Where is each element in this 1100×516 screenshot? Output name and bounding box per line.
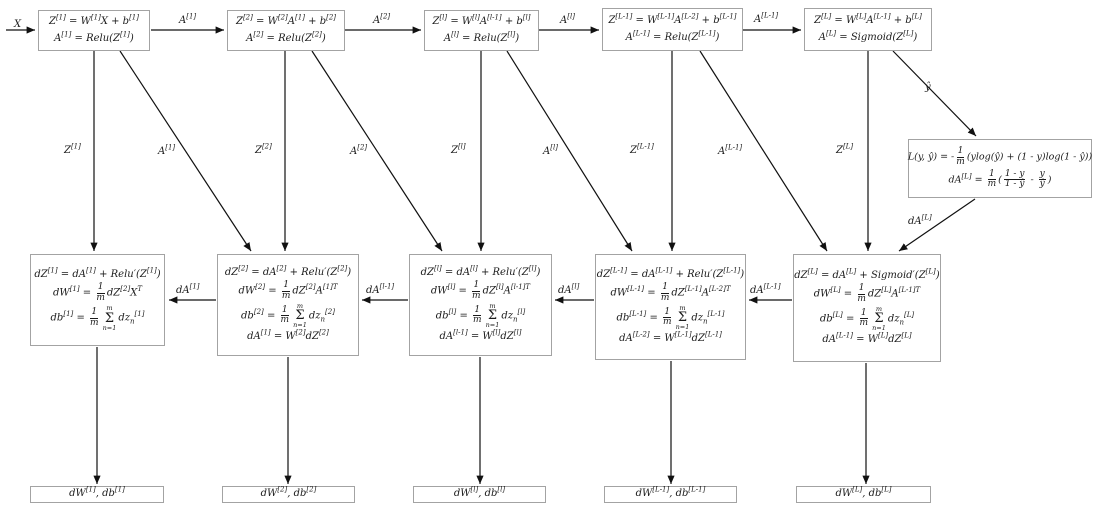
- backward-arrow-label-dAl1: dA[l-1]: [366, 282, 395, 296]
- formula-line: A[1] = Relu(Z[1]): [54, 30, 134, 44]
- cache-label-z2: Z[2]: [255, 142, 272, 156]
- formula-line: dW[L], db[L]: [835, 485, 892, 500]
- gradient-box-L-1: dW[L-1], db[L-1]: [604, 486, 737, 503]
- forward-arrow-label-a1: A[1]: [179, 12, 197, 26]
- forward-box-layer-l: Z[l] = W[l]A[l-1] + b[l] A[l] = Relu(Z[l…: [424, 10, 539, 51]
- forward-arrow-label-aL1: A[L-1]: [754, 11, 779, 25]
- diag-label-a2: A[2]: [350, 143, 368, 157]
- backward-arrow-label-dAl: dA[l]: [558, 282, 580, 296]
- diag-label-aL1: A[L-1]: [718, 143, 743, 157]
- formula-line: dZ[2] = dA[2] + Relu′(Z[2]): [224, 264, 352, 278]
- input-x-label: X: [14, 19, 22, 30]
- arrow-dAL-to-backward: [898, 198, 976, 252]
- formula-line: dA[L-2] = W[L-1]dZ[L-1]: [619, 330, 722, 344]
- formula-line: A[l] = Relu(Z[l]): [443, 30, 520, 44]
- cache-label-zl: Z[l]: [451, 142, 466, 156]
- formula-line: dA[1] = W[2]dZ[2]: [247, 328, 329, 342]
- formula-line: dZ[l] = dA[l] + Relu′(Z[l]): [420, 264, 541, 278]
- diag-label-al: A[l]: [543, 143, 558, 157]
- formula-line: A[2] = Relu(Z[2]): [246, 30, 326, 44]
- cache-label-z1: Z[1]: [64, 142, 81, 156]
- diag-label-a1: A[1]: [158, 143, 176, 157]
- gradient-box-L: dW[L], db[L]: [796, 486, 931, 503]
- formula-line: dZ[L-1] = dA[L-1] + Relu′(Z[L-1]): [596, 266, 745, 280]
- arrow-diag-al: [506, 50, 633, 252]
- backward-arrow-label-dAL1: dA[L-1]: [750, 282, 781, 296]
- formula-line: A[L-1] = Relu(Z[L-1]): [625, 29, 720, 43]
- formula-line: dW[L-1], db[L-1]: [635, 485, 706, 500]
- formula-line: Z[L-1] = W[L-1]A[L-2] + b[L-1]: [608, 12, 737, 26]
- formula-line: dW[1], db[1]: [69, 485, 125, 500]
- gradient-box-l: dW[l], db[l]: [413, 486, 546, 503]
- formula-line: Z[l] = W[l]A[l-1] + b[l]: [432, 13, 531, 27]
- arrow-diag-aL1: [699, 50, 828, 252]
- gradient-box-2: dW[2], db[2]: [222, 486, 355, 503]
- forward-box-layer2: Z[2] = W[2]A[1] + b[2] A[2] = Relu(Z[2]): [227, 10, 345, 51]
- formula-line: dA[l-1] = W[l]dZ[l]: [439, 328, 522, 342]
- cache-label-zL: Z[L]: [836, 142, 854, 156]
- formula-line: A[L] = Sigmoid(Z[L]): [818, 29, 918, 43]
- formula-line: dZ[L] = dA[L] + Sigmoid′(Z[L]): [794, 267, 940, 281]
- forward-box-layer1: Z[1] = W[1]X + b[1] A[1] = Relu(Z[1]): [38, 10, 150, 51]
- forward-arrow-label-a2: A[2]: [373, 12, 391, 26]
- forward-arrow-label-al: A[l]: [560, 12, 575, 26]
- backward-box-layer-L-1: dZ[L-1] = dA[L-1] + Relu′(Z[L-1]) dW[L-1…: [595, 254, 746, 360]
- forward-box-layer-L-1: Z[L-1] = W[L-1]A[L-2] + b[L-1] A[L-1] = …: [602, 8, 743, 51]
- arrow-yhat-to-loss: [892, 50, 977, 137]
- arrow-diag-a1: [119, 50, 252, 252]
- dAL-label: dA[L]: [908, 213, 932, 227]
- forward-box-layer-L: Z[L] = W[L]A[L-1] + b[L] A[L] = Sigmoid(…: [804, 8, 932, 51]
- backward-arrow-label-dA1: dA[1]: [176, 282, 200, 296]
- formula-line: dZ[1] = dA[1] + Relu′(Z[1]): [34, 266, 161, 280]
- formula-line: Z[1] = W[1]X + b[1]: [49, 13, 139, 27]
- backward-box-layer-L: dZ[L] = dA[L] + Sigmoid′(Z[L]) dW[L] = 1…: [793, 254, 941, 362]
- formula-line: dA[L-1] = W[L]dZ[L]: [822, 331, 912, 345]
- gradient-box-1: dW[1], db[1]: [30, 486, 164, 503]
- formula-line: Z[2] = W[2]A[1] + b[2]: [235, 13, 337, 27]
- arrow-diag-a2: [311, 50, 443, 252]
- formula-line: Z[L] = W[L]A[L-1] + b[L]: [814, 12, 922, 26]
- yhat-label: ŷ: [925, 82, 931, 93]
- formula-line: dW[2], db[2]: [260, 485, 317, 500]
- cache-label-zL1: Z[L-1]: [630, 142, 654, 156]
- formula-line: dW[l], db[l]: [453, 485, 506, 500]
